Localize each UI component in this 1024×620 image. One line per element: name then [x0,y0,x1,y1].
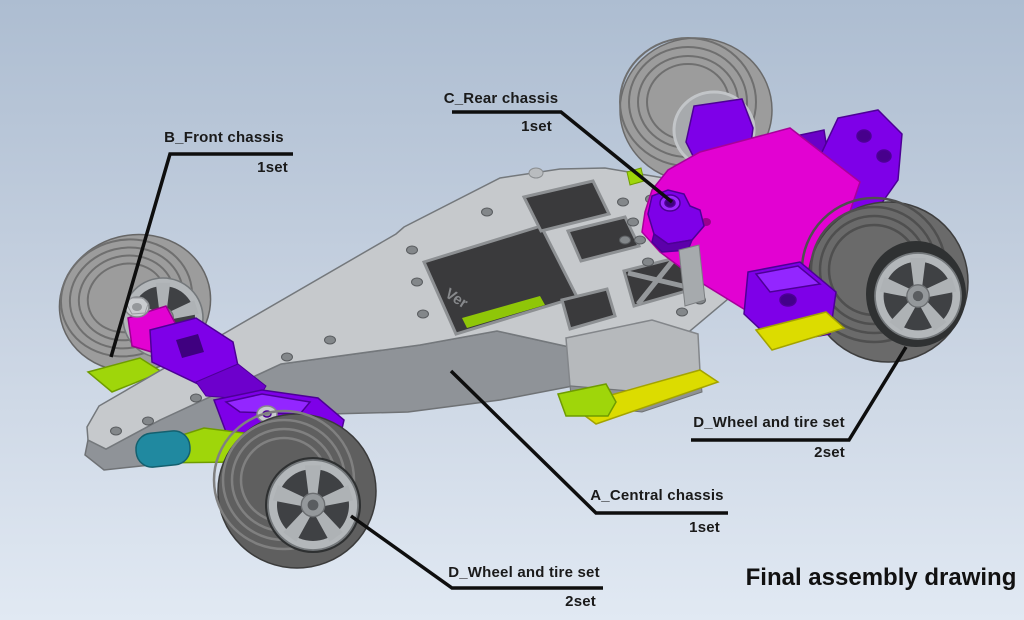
rear-gray-post [678,244,706,307]
leader-front-chassis [109,152,293,358]
leader-wheel-set-bottom [349,514,603,590]
callout-wheel-set-right-qty: 2set [814,444,845,461]
callout-lines [109,110,908,590]
teal-damper [135,430,191,468]
wheel-rear-near-icon [800,196,969,363]
rear-lower-roller-mount [743,261,846,351]
callout-rear-chassis-qty: 1set [521,118,552,135]
callout-central-chassis-qty: 1set [689,519,720,536]
wheel-front-near-icon [212,409,377,569]
callout-rear-chassis-label: C_Rear chassis [443,90,559,107]
leader-wheel-set-right [691,346,908,442]
callout-front-chassis-qty: 1set [257,159,288,176]
callout-front-chassis-label: B_Front chassis [164,129,284,146]
leader-rear-chassis [452,110,674,204]
drawing-title: Final assembly drawing [745,564,1017,591]
rear-bumper-block [556,319,720,425]
callout-wheel-set-right-label: D_Wheel and tire set [693,414,845,431]
leader-central-chassis [449,369,728,515]
callout-central-chassis-label: A_Central chassis [590,487,724,504]
callout-wheel-set-bottom-qty: 2set [565,593,596,610]
front-chassis-part [124,296,267,401]
callout-wheel-set-bottom-label: D_Wheel and tire set [448,564,600,581]
